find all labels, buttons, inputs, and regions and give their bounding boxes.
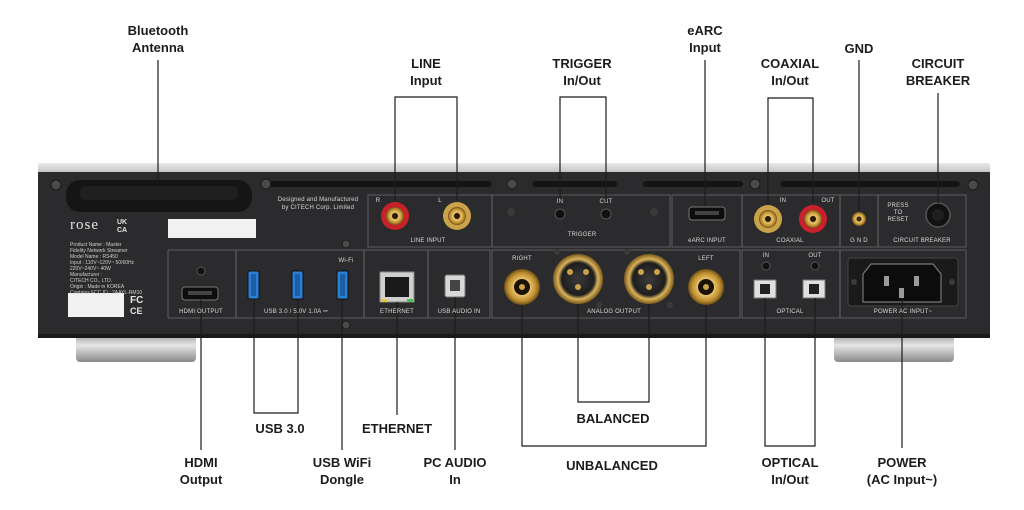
sticker-small xyxy=(68,293,124,317)
callout-text: eARC xyxy=(687,23,723,38)
spec-line: Manufacturer : xyxy=(70,272,103,278)
left-foot xyxy=(76,334,196,362)
brand-logo: rose xyxy=(70,217,99,233)
callout-earc: eARC Input xyxy=(687,22,722,56)
fcc-mark: FC xyxy=(130,295,144,306)
spec-line: Contains FCC ID : 2AAYL-RM10 xyxy=(70,290,143,296)
label-usb-audio: USB AUDIO IN xyxy=(437,309,481,315)
callout-text: Input xyxy=(410,73,442,88)
label-line-input: LINE INPUT xyxy=(410,238,446,244)
label-reset: RESET xyxy=(887,217,909,223)
label-wifi: Wi-Fi xyxy=(338,258,354,264)
trigger-in-jack xyxy=(554,208,566,220)
label-press: PRESS xyxy=(887,203,909,209)
leader-lines xyxy=(157,60,939,450)
label-coax-in: IN xyxy=(779,198,787,204)
callout-text: Dongle xyxy=(319,472,365,487)
callout-line-input: LINE Input xyxy=(410,55,442,89)
spec-line: Fidelity Network Streamer xyxy=(70,248,128,254)
label-power: POWER AC INPUT~ xyxy=(873,309,933,315)
callout-text: BREAKER xyxy=(905,73,971,88)
ce-mark: CE xyxy=(130,306,143,316)
label-usb: USB 3.0 / 5.0V 1.0A ⎓ xyxy=(263,309,329,315)
label-l: L xyxy=(438,198,442,204)
callout-text: ETHERNET xyxy=(361,421,433,436)
callout-text: (AC Input~) xyxy=(866,472,938,487)
callout-usb-wifi: USB WiFi Dongle xyxy=(313,454,371,488)
label-optical: OPTICAL xyxy=(776,309,804,315)
label-hdmi: HDMI OUTPUT xyxy=(179,309,223,315)
spec-line: Model Name : RS450 xyxy=(70,254,118,260)
callout-trigger: TRIGGER In/Out xyxy=(552,55,611,89)
callout-gnd: GND xyxy=(845,40,874,57)
label-to: TO xyxy=(893,210,903,216)
callout-optical: OPTICAL In/Out xyxy=(761,454,818,488)
callout-coaxial: COAXIAL In/Out xyxy=(761,55,820,89)
callout-text: In/Out xyxy=(771,472,809,487)
label-gnd: G N D xyxy=(850,238,868,244)
callout-ethernet: ETHERNET xyxy=(362,420,432,437)
callout-text: UNBALANCED xyxy=(566,458,658,473)
balanced-right-xlr xyxy=(553,254,603,304)
spec-line: Origin : Made in KOREA xyxy=(70,284,125,290)
spec-line: Product Name : Master xyxy=(70,242,122,248)
label-optical-out: OUT xyxy=(808,253,822,259)
label-r: R xyxy=(375,198,381,204)
callout-unbalanced: UNBALANCED xyxy=(566,457,658,474)
ukca-bottom: CA xyxy=(117,227,128,234)
callout-text: GND xyxy=(844,41,874,56)
callout-text: COAXIAL xyxy=(760,56,820,71)
right-foot xyxy=(834,334,954,362)
callout-text: Input xyxy=(689,40,721,55)
callout-bluetooth-antenna: Bluetooth Antenna xyxy=(128,22,189,56)
label-trigger-cut: CUT xyxy=(599,199,613,205)
spec-line: CITECH CO., LTD. xyxy=(70,278,113,284)
callout-text: POWER xyxy=(877,455,927,470)
callout-text: USB WiFi xyxy=(312,455,372,470)
callout-text: HDMI xyxy=(184,455,218,470)
callout-power: POWER (AC Input~) xyxy=(867,454,937,488)
callout-text: BALANCED xyxy=(576,411,650,426)
callout-text: In/Out xyxy=(771,73,809,88)
ukca-top: UK xyxy=(117,219,128,226)
label-right: RIGHT xyxy=(512,256,532,262)
callout-text: OPTICAL xyxy=(761,455,819,470)
label-ethernet: ETHERNET xyxy=(380,309,414,315)
label-coax-out: OUT xyxy=(821,198,835,204)
designed-line-1: Designed and Manufactured xyxy=(277,197,359,203)
label-trigger-in: IN xyxy=(556,199,564,205)
callout-text: In/Out xyxy=(563,73,601,88)
spec-line: 220V~240V~ 40W xyxy=(70,266,111,272)
designed-line-2: by CITECH Corp. Limited xyxy=(281,205,355,211)
callout-text: Antenna xyxy=(132,40,184,55)
label-coaxial: COAXIAL xyxy=(776,238,804,244)
callout-usb3: USB 3.0 xyxy=(255,420,304,437)
spec-line: Input : 110V~120V~ 50/60Hz xyxy=(70,260,135,266)
trigger-out-jack xyxy=(600,208,612,220)
callout-text: Output xyxy=(179,472,223,487)
callout-text: CIRCUIT xyxy=(911,56,965,71)
label-earc: eARC INPUT xyxy=(688,238,726,244)
callout-balanced: BALANCED xyxy=(577,410,650,427)
spec-list: Product Name : Master Fidelity Network S… xyxy=(70,242,142,296)
sticker xyxy=(168,219,256,238)
callout-text: USB 3.0 xyxy=(255,421,305,436)
label-optical-in: IN xyxy=(762,253,770,259)
callout-pc-audio: PC AUDIO In xyxy=(423,454,486,488)
balanced-left-xlr xyxy=(624,254,674,304)
label-left: LEFT xyxy=(698,256,714,262)
label-analog: ANALOG OUTPUT xyxy=(587,309,641,315)
callout-text: TRIGGER xyxy=(552,56,612,71)
label-trigger: TRIGGER xyxy=(567,232,597,238)
callout-text: In xyxy=(449,472,461,487)
callout-circuit-breaker: CIRCUIT BREAKER xyxy=(906,55,970,89)
label-breaker: CIRCUIT BREAKER xyxy=(893,238,951,244)
callout-text: PC AUDIO xyxy=(423,455,487,470)
callout-text: Bluetooth xyxy=(127,23,189,38)
callout-text: LINE xyxy=(411,56,441,71)
callout-hdmi-output: HDMI Output xyxy=(180,454,223,488)
